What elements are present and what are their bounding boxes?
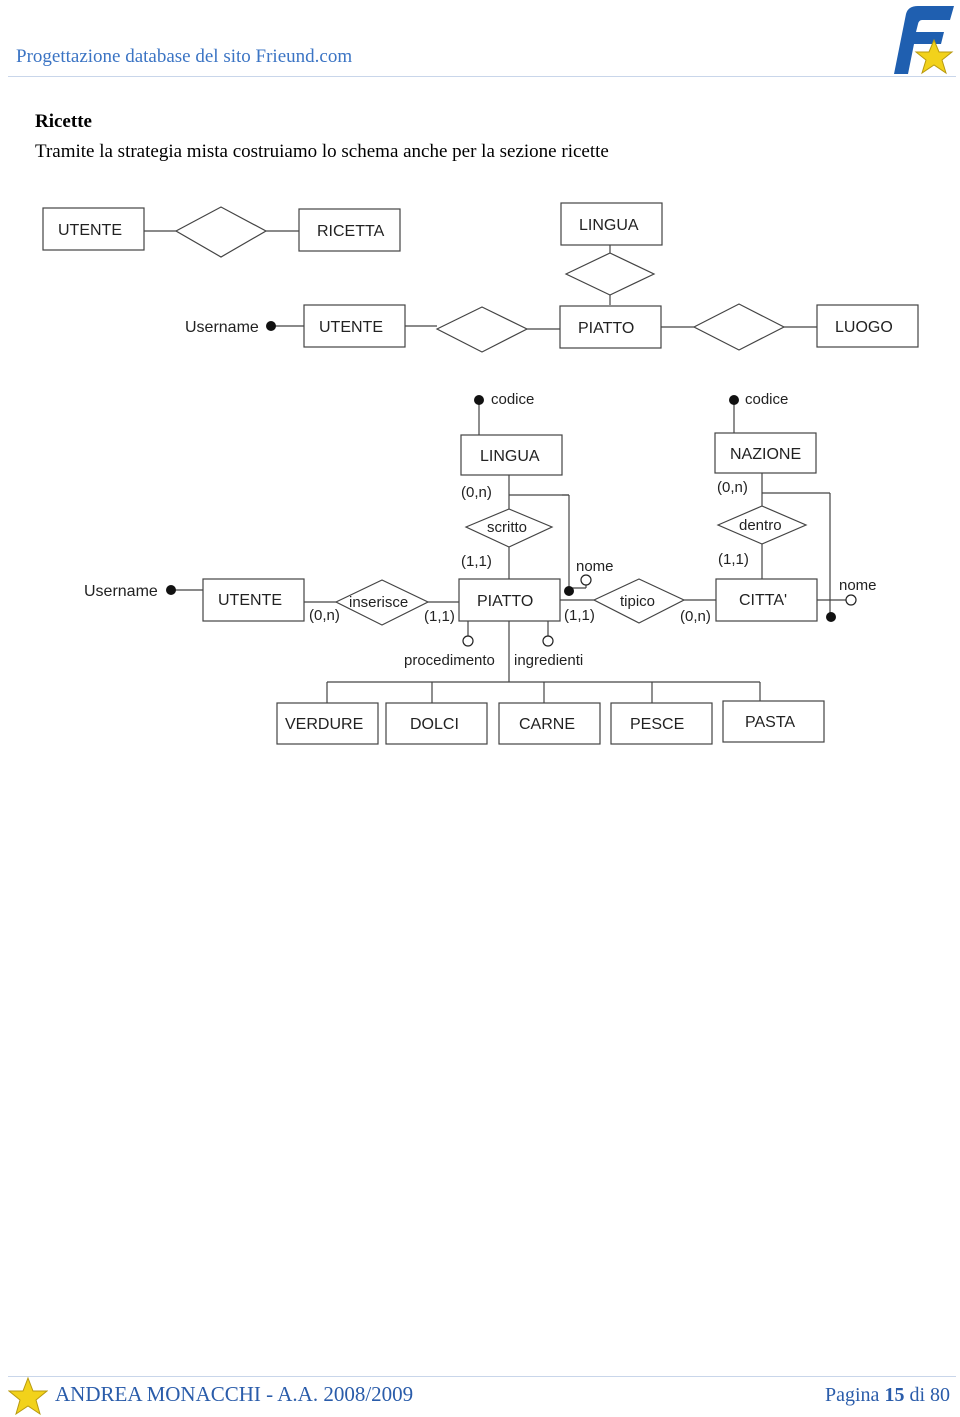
label-inserisce: inserisce — [349, 594, 408, 611]
label-nome-piatto: nome — [576, 558, 614, 575]
label-ricetta: RICETTA — [317, 223, 385, 240]
label-username-bottom: Username — [84, 583, 158, 600]
card-nazione: (0,n) — [717, 479, 748, 496]
label-ingredienti: ingredienti — [514, 652, 583, 669]
page-mid: di — [909, 1384, 925, 1406]
top-diagram — [42, 202, 919, 353]
piatto-composite-key-dot — [564, 586, 574, 596]
label-verdure: VERDURE — [285, 716, 363, 733]
page-total: 80 — [930, 1384, 950, 1406]
label-username-top: Username — [185, 319, 259, 336]
header-title: Progettazione database del sito Frieund.… — [16, 46, 353, 67]
codice-nazione-key-dot — [729, 395, 739, 405]
label-citta: CITTA' — [739, 592, 787, 609]
label-utente-top2: UTENTE — [319, 319, 383, 336]
header-divider — [8, 76, 956, 77]
footer-divider — [8, 1376, 956, 1377]
username-key-dot — [266, 321, 276, 331]
label-luogo: LUOGO — [835, 319, 893, 336]
card-inserisce-piatto: (1,1) — [424, 608, 455, 625]
label-piatto-bottom: PIATTO — [477, 593, 533, 610]
label-nome-citta: nome — [839, 577, 877, 594]
card-utente: (0,n) — [309, 607, 340, 624]
card-piatto-tipico: (1,1) — [564, 607, 595, 624]
label-dentro: dentro — [739, 517, 782, 534]
er-diagram: UTENTE RICETTA LINGUA Username UTENTE PI… — [42, 202, 919, 745]
label-nazione: NAZIONE — [730, 446, 801, 463]
label-scritto: scritto — [487, 519, 527, 536]
card-lingua: (0,n) — [461, 484, 492, 501]
card-citta-tipico: (0,n) — [680, 608, 711, 625]
card-dentro-citta: (1,1) — [718, 551, 749, 568]
citta-composite-key-dot — [826, 612, 836, 622]
label-piatto-top: PIATTO — [578, 320, 634, 337]
frieund-logo-icon — [894, 6, 954, 75]
label-pesce: PESCE — [630, 716, 684, 733]
page-prefix: Pagina — [825, 1384, 880, 1406]
label-lingua-top: LINGUA — [579, 217, 639, 234]
label-procedimento: procedimento — [404, 652, 495, 669]
label-lingua-bottom: LINGUA — [480, 448, 540, 465]
card-scritto-piatto: (1,1) — [461, 553, 492, 570]
procedimento-attr-dot — [462, 635, 474, 647]
label-pasta: PASTA — [745, 714, 795, 731]
label-dolci: DOLCI — [410, 716, 459, 733]
label-utente-top1: UTENTE — [58, 222, 122, 239]
label-carne: CARNE — [519, 716, 575, 733]
label-codice-nazione: codice — [745, 391, 788, 408]
bottom-diagram — [172, 400, 848, 745]
ingredienti-attr-dot — [542, 635, 554, 647]
star-icon — [8, 1376, 48, 1416]
intro-text: Tramite la strategia mista costruiamo lo… — [35, 141, 609, 162]
section-title: Ricette — [35, 111, 92, 132]
label-codice-lingua: codice — [491, 391, 534, 408]
username-bottom-key-dot — [166, 585, 176, 595]
label-tipico: tipico — [620, 593, 655, 610]
nome-piatto-attr-dot — [580, 574, 592, 586]
footer-page-indicator: Pagina 15 di 80 — [825, 1384, 950, 1407]
page-number: 15 — [884, 1384, 905, 1406]
label-utente-bottom: UTENTE — [218, 592, 282, 609]
footer-author: ANDREA MONACCHI - A.A. 2008/2009 — [55, 1382, 414, 1406]
nome-citta-attr-dot — [845, 594, 857, 606]
codice-lingua-key-dot — [474, 395, 484, 405]
